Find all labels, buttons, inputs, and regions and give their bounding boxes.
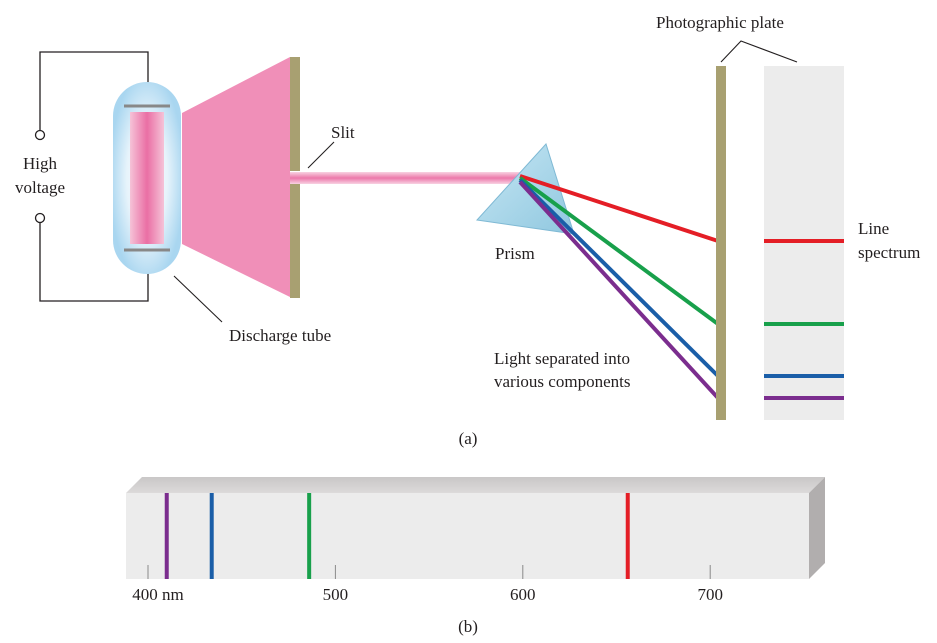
- light-separated-label-line1: Light separated into: [494, 349, 630, 368]
- slit-leader: [307, 141, 335, 169]
- spectrum-strip-top: [126, 477, 825, 493]
- tick-label-600: 600: [510, 585, 536, 604]
- photographic-plate-label: Photographic plate: [656, 13, 784, 32]
- slit-screen-lower: [290, 184, 300, 298]
- high-voltage-label-line1: High: [23, 154, 58, 173]
- photographic-plate-leader: [720, 40, 798, 63]
- circuit-wire-top: [39, 51, 149, 131]
- terminal-bottom-icon: [34, 212, 46, 224]
- discharge-tube-leader: [173, 275, 223, 323]
- prism-label: Prism: [495, 244, 535, 263]
- high-voltage-circuit: High voltage: [15, 51, 149, 302]
- light-cone: [182, 57, 290, 297]
- spectrum-strip-face: [126, 493, 809, 579]
- ray-blue: [518, 178, 720, 378]
- photographic-plate-edge: [716, 66, 726, 420]
- line-spectrum-label-line2: spectrum: [858, 243, 920, 262]
- discharge-tube-core: [130, 112, 164, 244]
- plate-spectral-lines: [764, 239, 844, 400]
- ray-green: [518, 176, 720, 326]
- light-beam: [290, 172, 525, 184]
- strip-spectral-lines: [164, 493, 630, 579]
- spectrum-strip-side: [809, 477, 825, 579]
- tick-label-700: 700: [697, 585, 723, 604]
- ray-red: [519, 174, 719, 243]
- dispersed-rays: [518, 174, 720, 400]
- discharge-tube-label: Discharge tube: [229, 326, 331, 345]
- light-separated-label-line2: various components: [494, 372, 630, 391]
- ray-violet: [518, 180, 720, 400]
- line-spectrum-label-line1: Line: [858, 219, 889, 238]
- caption-b: (b): [458, 617, 478, 636]
- tick-label-400: 400 nm: [132, 585, 183, 604]
- slit-screen-upper: [290, 57, 300, 171]
- slit-label: Slit: [331, 123, 355, 142]
- terminal-top-icon: [34, 129, 46, 141]
- caption-a: (a): [459, 429, 478, 448]
- spectrum-strip: [126, 477, 825, 579]
- circuit-wire-bottom: [39, 222, 149, 302]
- discharge-tube: [113, 82, 181, 274]
- tick-label-500: 500: [323, 585, 349, 604]
- high-voltage-label-line2: voltage: [15, 178, 65, 197]
- wavelength-scale: 400 nm 500 600 700: [132, 565, 723, 604]
